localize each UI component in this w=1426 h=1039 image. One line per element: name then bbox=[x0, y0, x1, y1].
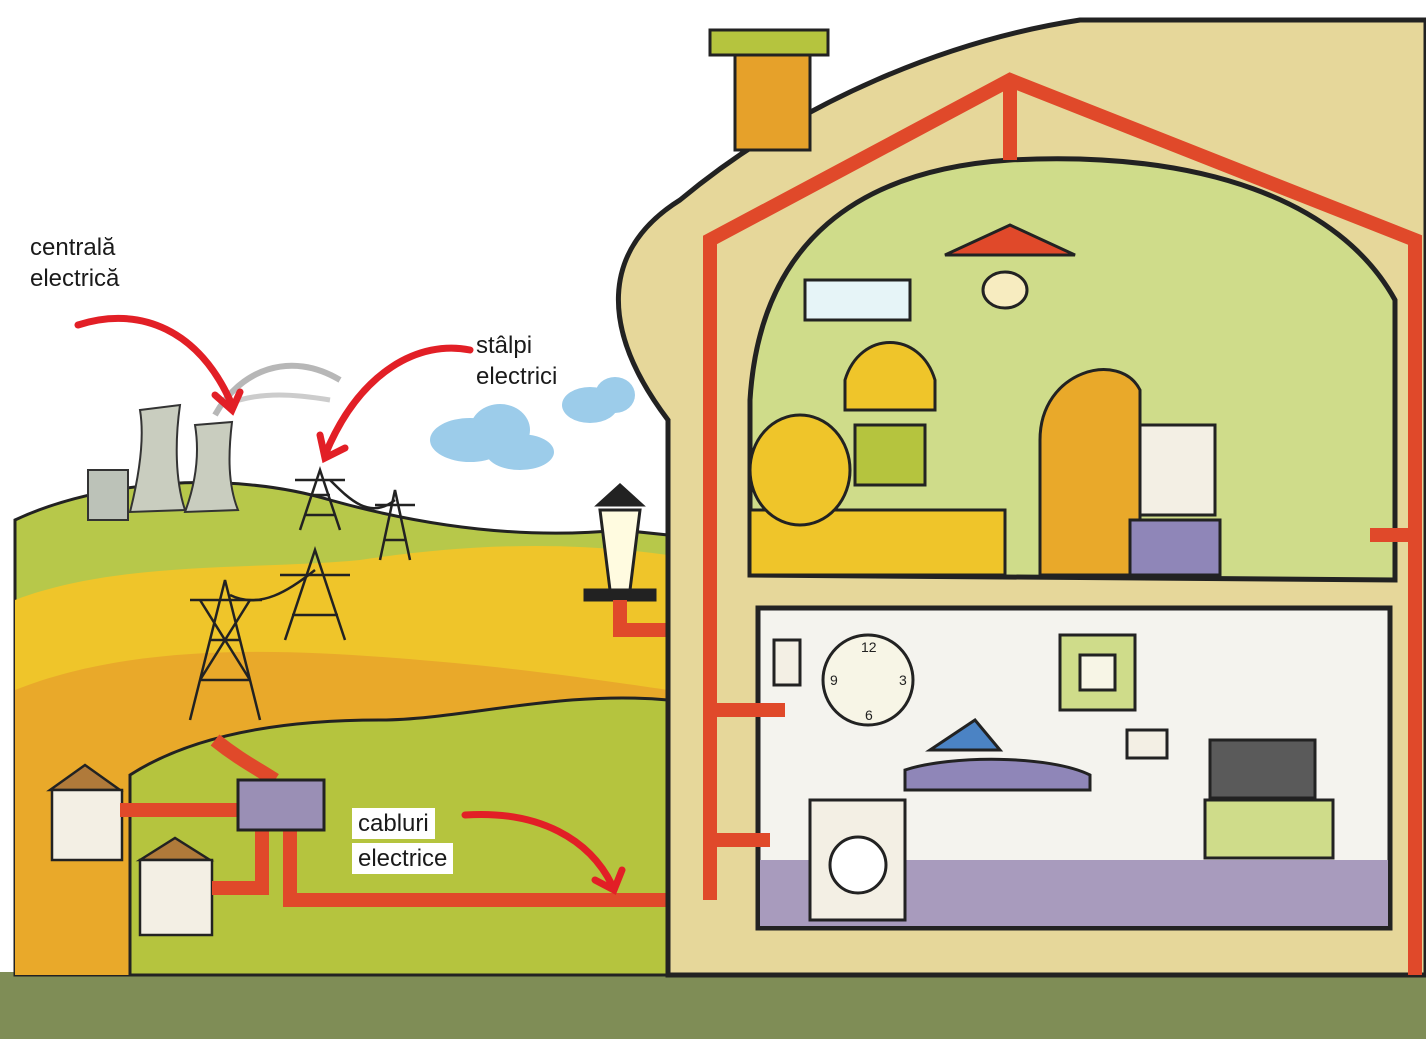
label-pylons-line2: electrici bbox=[476, 363, 558, 390]
ground-floor-room bbox=[772, 633, 1335, 922]
label-electric-pylons: stâlpi electrici bbox=[476, 330, 557, 392]
pointer-arrows bbox=[74, 314, 626, 895]
clock-numeral: 3 bbox=[899, 672, 907, 688]
electric-pylons bbox=[188, 466, 415, 721]
junction-box bbox=[236, 778, 326, 832]
wall-clock bbox=[821, 633, 915, 727]
label-electric-cables: cabluri electrice bbox=[352, 808, 454, 878]
clock-numeral: 9 bbox=[830, 672, 838, 688]
label-power-plant: centrală electrică bbox=[30, 232, 119, 294]
label-power-plant-line1: centrală bbox=[30, 234, 116, 261]
clock-numeral: 12 bbox=[861, 639, 877, 655]
small-houses bbox=[46, 763, 215, 937]
clouds bbox=[430, 377, 635, 470]
chimney bbox=[733, 38, 812, 152]
label-cables-line2: electrice bbox=[352, 843, 454, 874]
clock-numeral: 6 bbox=[865, 707, 873, 723]
label-power-plant-line2: electrică bbox=[30, 265, 120, 292]
wall-picture bbox=[803, 278, 912, 322]
label-cables-line1: cabluri bbox=[352, 808, 435, 839]
arrow-power-plant bbox=[74, 314, 244, 416]
bedroom bbox=[748, 223, 1222, 577]
clock-numerals: 12 3 6 9 bbox=[830, 639, 907, 723]
ground bbox=[0, 972, 1426, 1039]
house-cables bbox=[703, 72, 1422, 975]
power-plant bbox=[87, 362, 342, 521]
arrow-pylons bbox=[316, 344, 474, 464]
arrow-cables bbox=[461, 810, 626, 895]
label-pylons-line1: stâlpi bbox=[476, 332, 533, 359]
